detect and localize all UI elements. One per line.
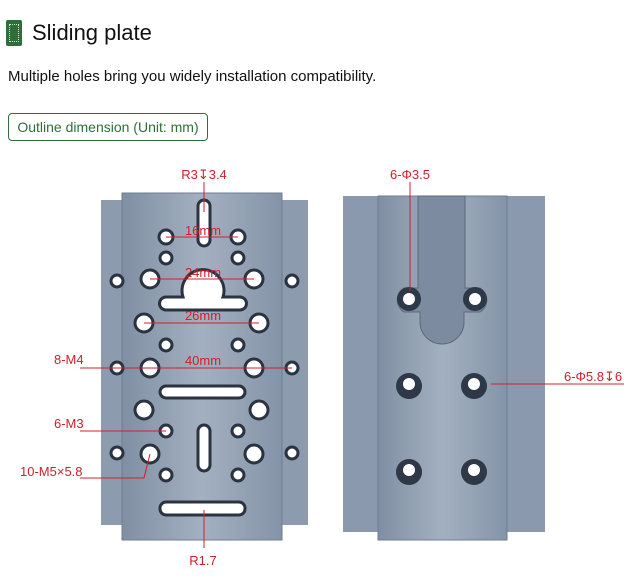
dim-26mm: 26mm bbox=[185, 308, 221, 323]
dim-24mm: 24mm bbox=[185, 265, 221, 280]
outline-dimension-button[interactable]: Outline dimension (Unit: mm) bbox=[8, 113, 208, 141]
header: Sliding plate bbox=[6, 20, 152, 46]
dim-16mm: 16mm bbox=[185, 223, 221, 238]
front-plate: R3↧3.4 16mm 24mm 26mm 40mm 8-M4 6-M3 10-… bbox=[20, 167, 308, 568]
m4-label: 8-M4 bbox=[54, 352, 84, 367]
subtitle: Multiple holes bring you widely installa… bbox=[8, 68, 377, 85]
m5-label: 10-M5×5.8 bbox=[20, 464, 83, 479]
circuit-board-icon bbox=[6, 20, 22, 46]
counterbore-label: 6-Φ5.8↧6 bbox=[564, 369, 622, 384]
bottom-slot-label: R1.7 bbox=[189, 553, 216, 568]
page-title: Sliding plate bbox=[32, 20, 152, 45]
m3-label: 6-M3 bbox=[54, 416, 84, 431]
dim-40mm: 40mm bbox=[185, 353, 221, 368]
back-plate: 6-Φ3.5 6-Φ5.8↧6 bbox=[343, 167, 624, 541]
small-holes-label: 6-Φ3.5 bbox=[390, 167, 430, 182]
top-slot-label: R3↧3.4 bbox=[181, 167, 227, 182]
